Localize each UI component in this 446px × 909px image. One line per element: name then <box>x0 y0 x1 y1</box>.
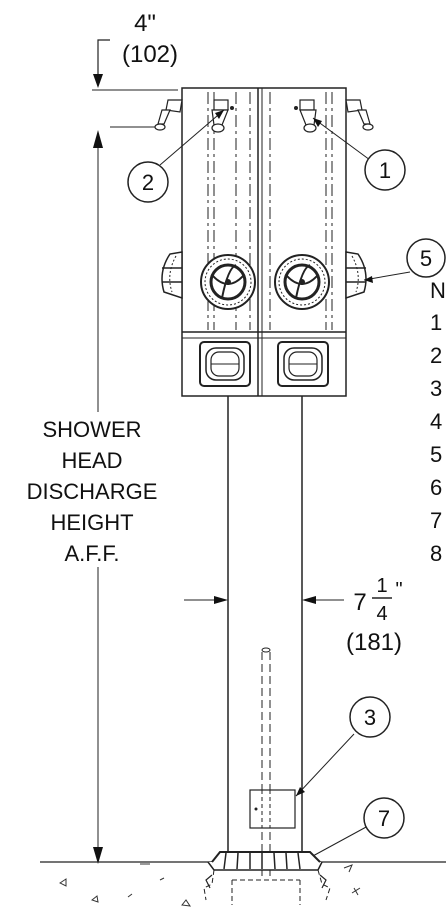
callout-2: 2 <box>127 109 225 203</box>
width-dim-numerator: 1 <box>376 575 387 597</box>
notes-header: N <box>430 278 446 303</box>
note-index-4: 4 <box>430 409 442 434</box>
drain-grate-top <box>211 851 321 863</box>
lower-panels <box>199 341 329 387</box>
height-label-line1: SHOWER <box>43 417 142 442</box>
note-index-3: 3 <box>430 376 442 401</box>
callout-7-label: 7 <box>378 806 390 831</box>
callout-1-label: 1 <box>379 158 391 183</box>
note-index-8: 8 <box>430 541 442 566</box>
callout-1: 1 <box>312 117 406 191</box>
shower-heads <box>154 99 374 133</box>
note-index-7: 7 <box>430 508 442 533</box>
callout-7: 7 <box>299 797 405 864</box>
shower-head-right-inner <box>294 99 317 133</box>
shower-head-left-outer <box>154 99 183 131</box>
notes-column: N 1 2 3 4 5 6 7 8 <box>430 278 446 566</box>
height-label-line5: A.F.F. <box>64 541 119 566</box>
callout-2-label: 2 <box>142 170 154 195</box>
height-label-line3: DISCHARGE <box>27 479 158 504</box>
valve-left <box>200 254 256 310</box>
note-index-1: 1 <box>430 310 442 335</box>
side-bowl-left <box>161 251 183 300</box>
width-dim-whole: 7 <box>353 589 366 616</box>
pedestal-column <box>227 396 303 880</box>
shower-head-right-outer <box>345 99 374 131</box>
control-valves <box>161 251 367 310</box>
width-dimension: 7 1 4 " (181) <box>184 575 403 656</box>
top-dim-leader <box>97 39 110 80</box>
top-dimension-metric: (102) <box>122 41 178 68</box>
height-dim-arrow-bottom <box>93 847 103 864</box>
note-index-6: 6 <box>430 475 442 500</box>
valve-right <box>274 254 330 310</box>
callout-3: 3 <box>295 696 391 797</box>
top-dim-arrow <box>93 74 103 88</box>
top-dimension-imperial: 4" <box>134 10 156 37</box>
drain-grate-bars <box>223 852 301 870</box>
height-label-line4: HEIGHT <box>50 510 133 535</box>
width-dim-inch: " <box>395 579 402 601</box>
callout-3-label: 3 <box>364 705 376 730</box>
callout-5-label: 5 <box>420 246 432 271</box>
below-floor-structure <box>203 869 331 905</box>
width-dim-metric: (181) <box>346 629 402 656</box>
callout-5: 5 <box>363 238 446 283</box>
height-label: SHOWER HEAD DISCHARGE HEIGHT A.F.F. <box>10 412 175 567</box>
note-index-5: 5 <box>430 442 442 467</box>
note-index-2: 2 <box>430 343 442 368</box>
callouts: 2 1 5 3 7 <box>127 109 446 864</box>
width-dim-denominator: 4 <box>376 603 387 625</box>
top-dimension: 4" (102) <box>92 10 178 128</box>
concrete-aggregate <box>59 863 361 907</box>
side-bowl-right <box>345 251 367 300</box>
floor-and-base <box>40 851 446 907</box>
height-label-line2: HEAD <box>61 448 122 473</box>
height-dim-arrow-top <box>93 130 103 148</box>
